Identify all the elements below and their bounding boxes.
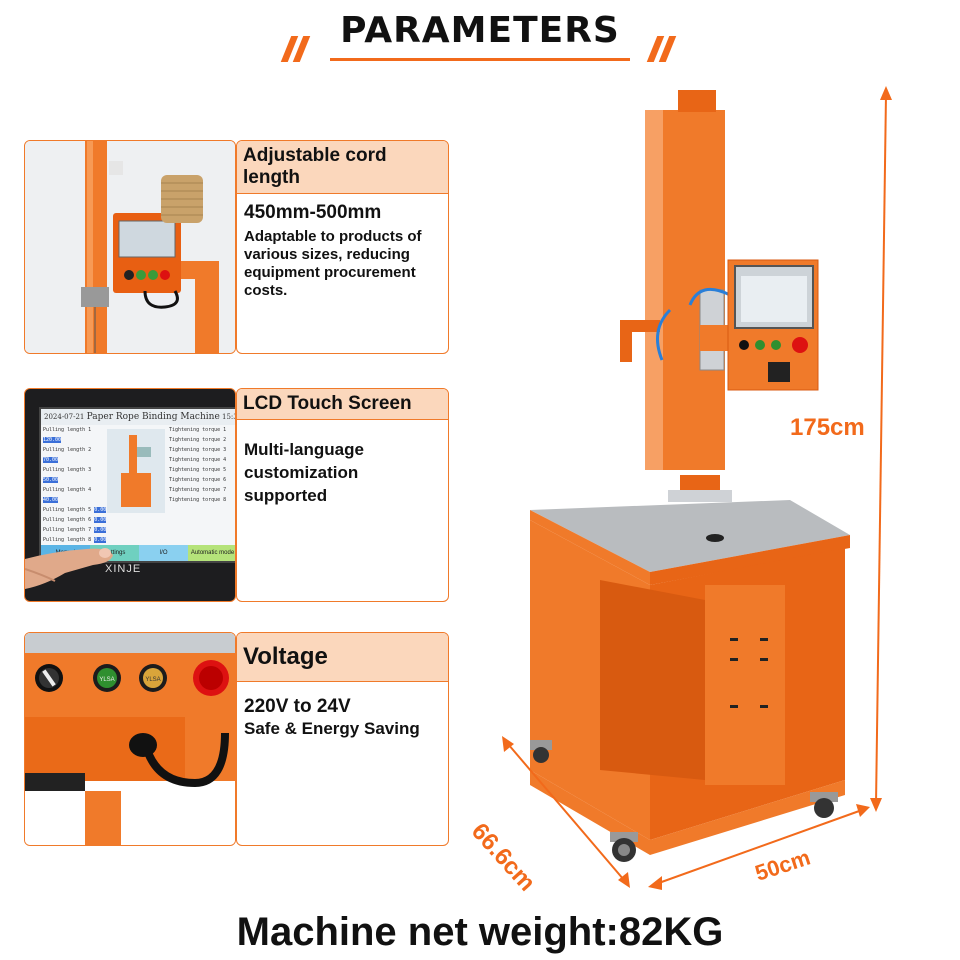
lcd-right-column: Tightening torque 1 Tightening torque 2 … — [169, 427, 227, 503]
cord-length-photo — [24, 140, 236, 354]
yellow-button-icon: YLSA — [139, 664, 167, 692]
lcd-title: Paper Rope Binding Machine — [86, 412, 220, 422]
lcd-left-column: Pulling length 1 120.00 Pulling length 2… — [43, 427, 107, 543]
voltage-photo: YLSA YLSA — [24, 632, 236, 846]
caster-icon — [810, 792, 838, 818]
cord-length-card: Adjustable cord length 450mm-500mm Adapt… — [236, 140, 449, 354]
lcd-time: 15:32 — [222, 413, 235, 421]
caster-icon — [610, 832, 638, 862]
voltage-card: Voltage 220V to 24V Safe & Energy Saving — [236, 632, 449, 846]
page-title: PARAMETERS — [340, 10, 620, 51]
machine-weight: Machine net weight:82KG — [236, 910, 724, 954]
emergency-stop-icon — [193, 660, 229, 696]
lcd-card: LCD Touch Screen Multi-language customiz… — [236, 388, 449, 602]
lcd-brand: XINJE — [105, 563, 142, 575]
finger-pointing-icon — [25, 548, 113, 589]
lcd-machine-preview — [107, 429, 165, 513]
green-button-icon: YLSA — [93, 664, 121, 692]
depth-dimension — [502, 736, 630, 888]
feature-description: Multi-language customization supported — [244, 440, 364, 505]
svg-text:YLSA: YLSA — [99, 677, 114, 683]
selector-switch-icon — [35, 664, 63, 692]
lcd-display: 2024-07-21 Paper Rope Binding Machine 15… — [39, 407, 235, 563]
control-panel-illustration: YLSA YLSA — [25, 633, 235, 845]
lcd-date: 2024-07-21 — [44, 413, 85, 421]
lcd-tab[interactable]: I/O — [139, 545, 188, 561]
svg-text:YLSA: YLSA — [145, 677, 160, 683]
title-underline — [330, 58, 630, 61]
lcd-screen-photo: 2024-07-21 Paper Rope Binding Machine 15… — [24, 388, 236, 602]
lcd-header: 2024-07-21 Paper Rope Binding Machine 15… — [41, 409, 235, 425]
cord-machine-illustration — [25, 141, 235, 353]
height-label: 175cm — [790, 414, 865, 441]
feature-description: Safe & Energy Saving — [244, 719, 420, 738]
caster-icon — [530, 740, 552, 763]
feature-value: 450mm-500mm — [244, 202, 382, 223]
feature-title: Voltage — [237, 633, 448, 682]
machine-illustration — [502, 86, 892, 890]
height-dimension — [870, 86, 892, 812]
width-dimension — [648, 804, 870, 890]
feature-value: 220V to 24V — [244, 696, 351, 717]
feature-title: LCD Touch Screen — [237, 389, 448, 420]
feature-title: Adjustable cord length — [237, 141, 448, 194]
feature-description: Adaptable to products of various sizes, … — [244, 228, 422, 299]
lcd-tab[interactable]: Automatic mode — [188, 545, 235, 561]
